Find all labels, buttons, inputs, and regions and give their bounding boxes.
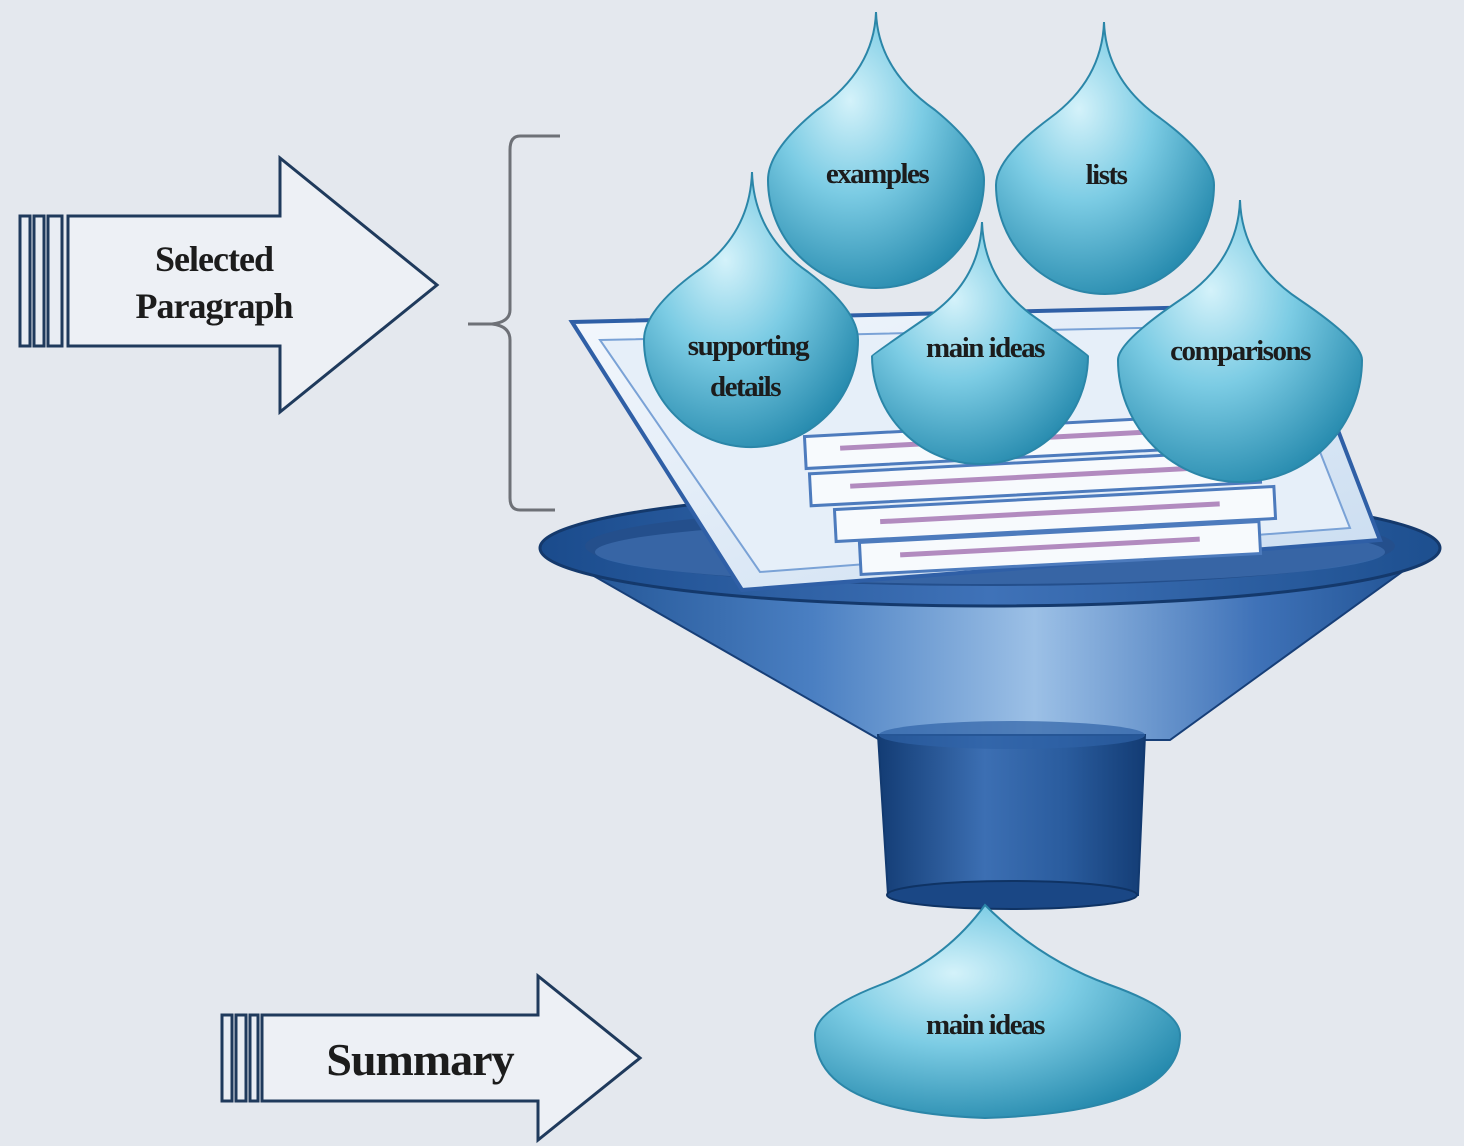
- selected-paragraph-label-line2: Paragraph: [136, 286, 294, 326]
- drop-comparisons: comparisons: [1116, 199, 1364, 483]
- curly-brace: [468, 134, 560, 512]
- selected-paragraph-arrow: Selected Paragraph: [18, 154, 440, 416]
- drop-main-ideas: main ideas: [870, 221, 1090, 465]
- drop-lists-label: lists: [1086, 159, 1128, 191]
- summary-label: Summary: [326, 1034, 514, 1085]
- drop-supporting-details: supporting details: [642, 171, 860, 448]
- drop-examples-label: examples: [826, 158, 930, 190]
- drop-output-main-ideas-label: main ideas: [926, 1009, 1045, 1041]
- summary-arrow: Summary: [220, 972, 643, 1144]
- drop-supporting-label-line1: supporting: [688, 330, 810, 362]
- drop-lists: lists: [994, 21, 1216, 295]
- drop-examples: examples: [766, 11, 986, 289]
- drop-comparisons-label: comparisons: [1170, 335, 1311, 367]
- drop-supporting-label-line2: details: [710, 371, 781, 403]
- drop-output-main-ideas: main ideas: [813, 903, 1182, 1120]
- selected-paragraph-label-line1: Selected: [155, 239, 274, 279]
- drop-main-ideas-label: main ideas: [926, 332, 1045, 364]
